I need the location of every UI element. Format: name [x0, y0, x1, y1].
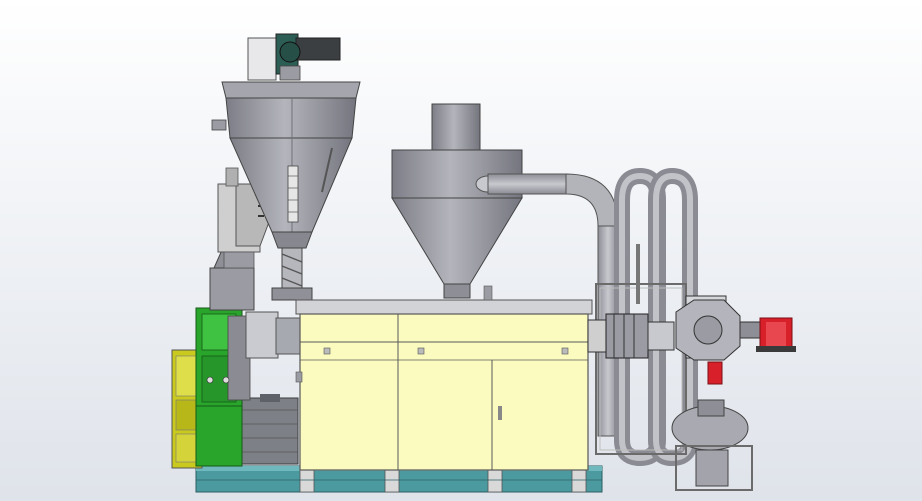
feed-hopper — [211, 33, 361, 249]
auxiliary-motor — [237, 394, 299, 465]
blower-motor — [756, 317, 796, 352]
feed-screw — [271, 247, 313, 301]
lower-blower — [671, 399, 753, 491]
die-head — [587, 313, 675, 359]
pelletizer — [675, 295, 761, 385]
top-edge — [0, 0, 922, 3]
cyclone-separator — [391, 103, 523, 301]
extruder-housing — [295, 299, 593, 471]
coupling-housing — [209, 249, 303, 359]
die-head-frame — [595, 244, 687, 455]
gearbox — [195, 307, 251, 467]
